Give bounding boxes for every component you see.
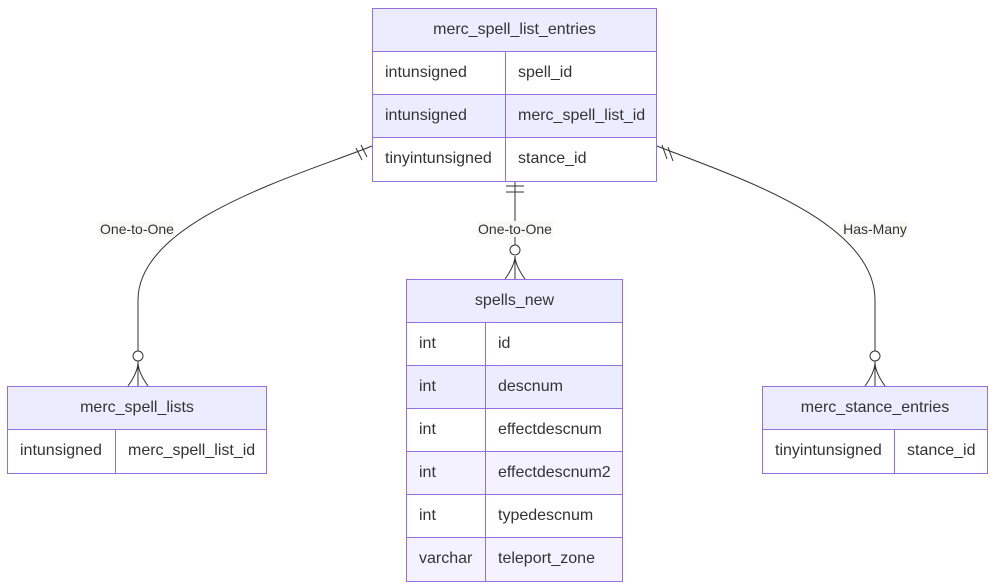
entity-merc-stance-entries[interactable]: merc_stance_entries tinyintunsigned stan… [762, 386, 988, 474]
entity-row: tinyintunsigned stance_id [373, 138, 656, 181]
zero-marker-left [132, 350, 144, 362]
attribute-name: effectdescnum2 [498, 464, 611, 481]
attribute-type: int [407, 366, 486, 408]
entity-spells-new[interactable]: spells_new int id int descnum int effect… [406, 279, 623, 582]
attribute-name: spell_id [518, 64, 573, 81]
attribute-name: effectdescnum [498, 421, 602, 438]
zero-marker-right [869, 350, 881, 362]
crow-foot-left [127, 361, 149, 387]
one-marker-right-a [661, 144, 668, 160]
attribute-name: merc_spell_list_id [128, 442, 256, 459]
attribute-name: stance_id [907, 442, 976, 459]
edge-entries-to-merc-stance-entries [656, 145, 876, 386]
attribute-type: intunsigned [8, 430, 116, 473]
entity-row: int id [407, 323, 622, 366]
attribute-name: teleport_zone [498, 550, 595, 567]
attribute-name: merc_spell_list_id [518, 107, 646, 124]
one-marker-left-a [355, 147, 363, 161]
entity-merc-spell-lists[interactable]: merc_spell_lists intunsigned merc_spell_… [7, 386, 267, 474]
attribute-type: tinyintunsigned [763, 430, 895, 473]
attribute-type: int [407, 409, 486, 451]
entity-title: merc_spell_lists [8, 387, 266, 430]
entity-merc-spell-list-entries[interactable]: merc_spell_list_entries intunsigned spel… [372, 8, 657, 182]
attribute-type: intunsigned [373, 95, 506, 137]
attribute-type: int [407, 452, 486, 494]
entity-title: spells_new [407, 280, 622, 323]
attribute-name: stance_id [518, 150, 587, 167]
edge-entries-to-merc-spell-lists [137, 145, 373, 386]
crow-foot-right [864, 361, 886, 387]
entity-row: intunsigned merc_spell_list_id [373, 95, 656, 138]
entity-row: intunsigned spell_id [373, 52, 656, 95]
entity-row: int descnum [407, 366, 622, 409]
one-marker-right-b [667, 146, 674, 162]
edge-label-right: Has-Many [842, 221, 908, 237]
entity-row: int effectdescnum [407, 409, 622, 452]
entity-title: merc_stance_entries [763, 387, 987, 430]
entity-row: tinyintunsigned stance_id [763, 430, 987, 473]
entity-title: merc_spell_list_entries [373, 9, 656, 52]
entity-row: intunsigned merc_spell_list_id [8, 430, 266, 473]
edge-label-left: One-to-One [99, 221, 175, 237]
attribute-type: intunsigned [373, 52, 506, 94]
attribute-type: int [407, 323, 486, 365]
one-marker-left-b [360, 144, 368, 158]
edge-label-center: One-to-One [477, 221, 553, 237]
entity-row: varchar teleport_zone [407, 538, 622, 581]
attribute-name: descnum [498, 378, 563, 395]
crow-foot-center [504, 255, 526, 280]
attribute-type: varchar [407, 538, 486, 581]
attribute-type: int [407, 495, 486, 537]
attribute-name: id [498, 335, 511, 352]
attribute-type: tinyintunsigned [373, 138, 506, 181]
attribute-name: typedescnum [498, 507, 594, 524]
entity-row: int effectdescnum2 [407, 452, 622, 495]
entity-row: int typedescnum [407, 495, 622, 538]
zero-marker-center [509, 244, 521, 256]
